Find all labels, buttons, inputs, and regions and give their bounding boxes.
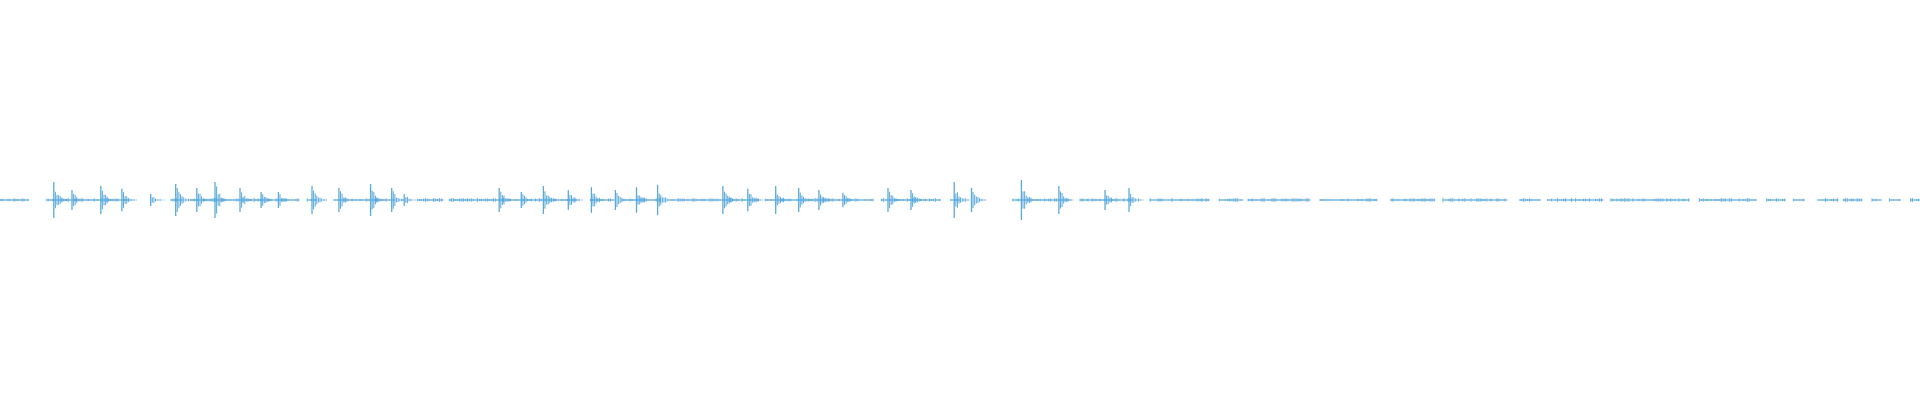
waveform-trace: [0, 180, 1920, 220]
